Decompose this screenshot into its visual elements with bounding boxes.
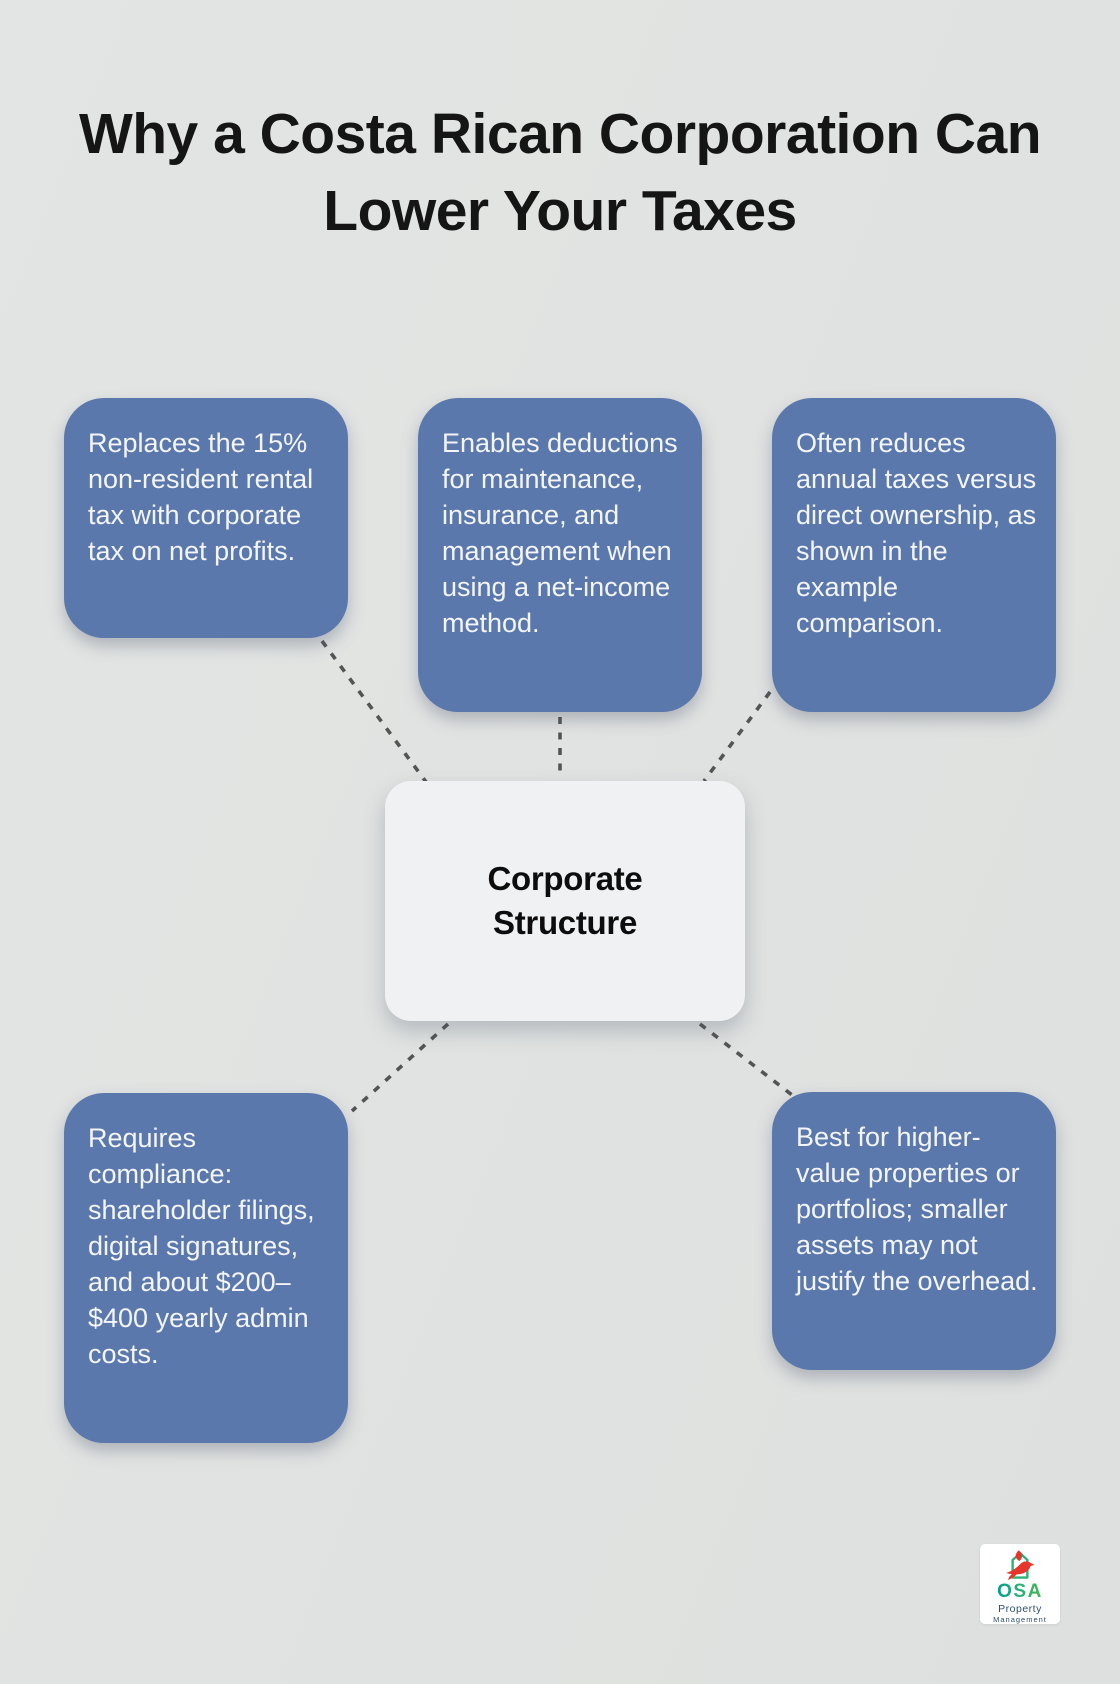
node-top-left: Replaces the 15% non-resident rental tax… — [64, 398, 348, 638]
brand-name-line2: Management — [993, 1615, 1047, 1624]
node-top-right: Often reduces annual taxes versus direct… — [772, 398, 1056, 712]
node-top-right-text: Often reduces annual taxes versus direct… — [796, 428, 1037, 638]
connector-top-right — [702, 690, 772, 783]
node-bottom-right: Best for higher-value properties or port… — [772, 1092, 1056, 1370]
node-bottom-left-text: Requires compliance: shareholder filings… — [88, 1123, 315, 1369]
center-node-label: Corporate Structure — [487, 860, 643, 941]
connector-top-left — [320, 639, 431, 788]
brand-abbr: OSA — [997, 1581, 1043, 1602]
node-top-left-text: Replaces the 15% non-resident rental tax… — [88, 428, 314, 566]
connector-bottom-left — [350, 1022, 450, 1113]
center-node: Corporate Structure — [385, 781, 745, 1021]
brand-logo: OSA Property Management — [980, 1544, 1060, 1624]
brand-name-line1: Property — [998, 1603, 1042, 1615]
infographic-title: Why a Costa Rican Corporation Can Lower … — [78, 102, 1042, 243]
node-top-middle: Enables deductions for maintenance, insu… — [418, 398, 702, 712]
bird-house-icon — [1006, 1550, 1035, 1580]
connector-bottom-right — [698, 1022, 798, 1100]
node-bottom-right-text: Best for higher-value properties or port… — [796, 1122, 1038, 1296]
node-bottom-left: Requires compliance: shareholder filings… — [64, 1093, 348, 1443]
node-top-middle-text: Enables deductions for maintenance, insu… — [442, 428, 678, 638]
